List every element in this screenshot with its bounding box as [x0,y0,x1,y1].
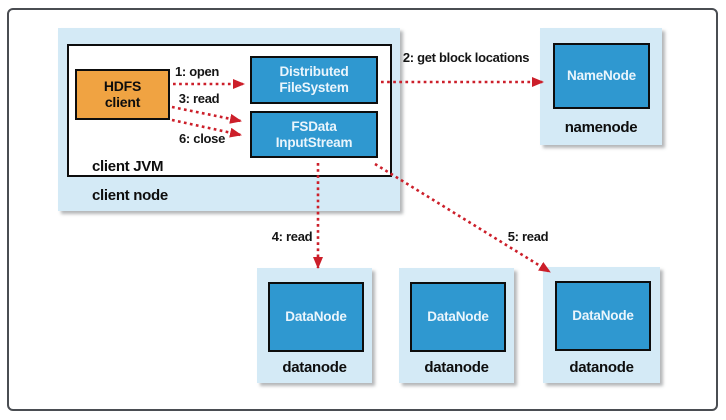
datanode-caption-2: datanode [424,359,489,376]
distributed-filesystem-line2: FileSystem [279,80,349,95]
datanode-box-2: DataNode [410,282,506,352]
fsdata-inputstream-line2: InputStream [275,134,353,150]
arrow-label-close: 6: close [178,131,226,146]
distributed-filesystem-line1: Distributed [279,64,349,80]
datanode-box-1-label: DataNode [285,309,347,325]
namenode-box-label: NameNode [567,68,636,84]
datanode-box-2-label: DataNode [427,309,489,325]
datanode-caption-1: datanode [282,359,347,376]
namenode-box: NameNode [553,43,650,109]
hdfs-client-box: HDFS client [75,69,170,120]
arrow-label-read-datanode3: 5: read [507,229,549,244]
arrow-label-read-datanode1: 4: read [271,229,313,244]
datanode-caption-3: datanode [569,359,634,376]
hdfs-client-line2: client [104,93,141,110]
distributed-filesystem-box: Distributed FileSystem [250,56,378,104]
arrow-label-open: 1: open [174,64,220,79]
client-node-label: client node [92,187,168,204]
fsdata-inputstream-box: FSData InputStream [250,111,378,158]
client-jvm-label: client JVM [92,158,164,175]
datanode-box-3: DataNode [555,281,651,351]
namenode-caption: namenode [564,119,638,136]
hdfs-client-line1: HDFS [103,77,142,94]
arrow-label-get-block-locations: 2: get block locations [402,50,530,65]
fsdata-inputstream-line1: FSData [291,118,337,134]
datanode-box-3-label: DataNode [572,308,634,324]
arrow-label-read-stream: 3: read [178,91,220,106]
datanode-box-1: DataNode [268,282,364,352]
